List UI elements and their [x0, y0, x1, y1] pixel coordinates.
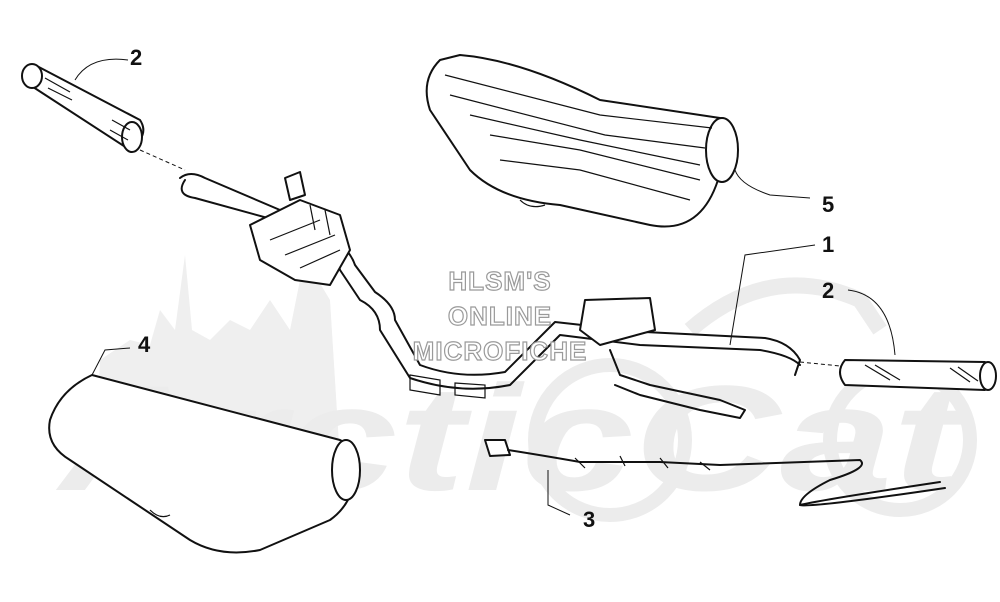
pad-left: [48, 347, 361, 554]
watermark-line-3: MICROFICHE: [413, 336, 588, 366]
leader-1: [729, 244, 816, 346]
leader-5: [734, 169, 811, 199]
callouts: 2 5 1 2 4 3: [130, 45, 834, 532]
watermark-line-2: ONLINE: [448, 301, 552, 331]
callout-5: 5: [822, 192, 834, 217]
leader-3: [547, 470, 571, 516]
leader-4: [91, 347, 131, 376]
callout-1: 1: [822, 232, 834, 257]
watermark-line-1: HLSM'S: [448, 266, 551, 296]
pad-crossbar: [425, 54, 811, 228]
callout-3: 3: [583, 507, 595, 532]
callout-4: 4: [138, 332, 151, 357]
leader-2-left: [74, 58, 129, 81]
wheel-watermark: [528, 358, 692, 522]
callout-2-right: 2: [822, 278, 834, 303]
leader-2-right: [847, 289, 896, 356]
handlebar: [179, 171, 816, 419]
grip-right: [799, 289, 997, 391]
watermark-text: HLSM'S ONLINE MICROFICHE: [412, 265, 588, 366]
callout-2-left: 2: [130, 45, 142, 70]
grip-left: [21, 58, 186, 171]
wire-harness: [484, 439, 946, 516]
